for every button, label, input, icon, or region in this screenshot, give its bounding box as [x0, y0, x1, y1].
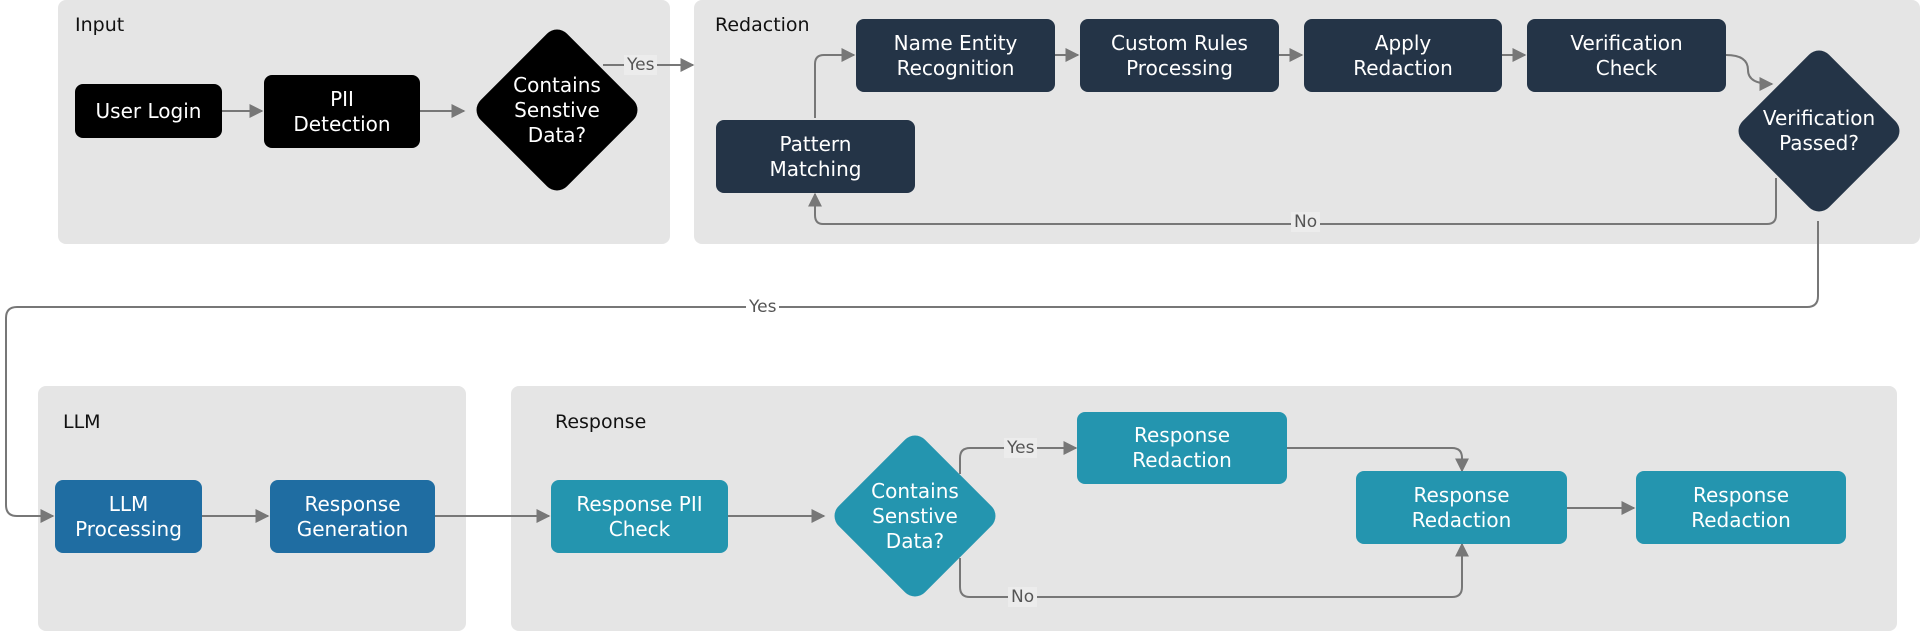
response-redaction-node-3[interactable]: Response Redaction — [1636, 471, 1846, 544]
edge-label-yes-input: Yes — [624, 55, 658, 75]
response-group-title: Response — [555, 411, 647, 433]
response-pii-check-node[interactable]: Response PII Check — [551, 480, 728, 553]
llm-group-title: LLM — [63, 411, 101, 433]
edge-verify-to-passed — [1725, 54, 1774, 91]
input-group-title: Input — [75, 14, 125, 36]
name-entity-recognition-node[interactable]: Name Entity Recognition — [856, 19, 1055, 92]
edge-label-no-response: No — [1008, 587, 1038, 607]
response-redaction-node-1[interactable]: Response Redaction — [1077, 412, 1287, 484]
edge-pattern-to-ner — [814, 48, 856, 118]
response-sensitive-decision-label: Contains Senstive Data? — [871, 478, 959, 553]
apply-redaction-node[interactable]: Apply Redaction — [1304, 19, 1502, 92]
user-login-node[interactable]: User Login — [75, 84, 222, 138]
verification-check-node[interactable]: Verification Check — [1527, 19, 1726, 92]
response-redaction-node-2[interactable]: Response Redaction — [1356, 471, 1567, 544]
edge-label-yes-verification: Yes — [746, 297, 780, 317]
sensitive-data-decision-label: Contains Senstive Data? — [513, 72, 601, 147]
verification-passed-decision-label: Verification Passed? — [1762, 106, 1876, 155]
pattern-matching-node[interactable]: Pattern Matching — [716, 120, 915, 193]
response-generation-node[interactable]: Response Generation — [270, 480, 435, 553]
edge-decision-no-to-redaction2 — [959, 542, 1469, 598]
edge-redaction1-to-redaction2 — [1287, 447, 1469, 473]
pii-detection-node[interactable]: PII Detection — [264, 75, 420, 148]
edge-label-no-verification: No — [1291, 212, 1321, 232]
custom-rules-processing-node[interactable]: Custom Rules Processing — [1080, 19, 1279, 92]
redaction-group-title: Redaction — [715, 14, 810, 36]
llm-processing-node[interactable]: LLM Processing — [55, 480, 202, 553]
edge-passed-yes-to-llm — [5, 221, 1819, 523]
edge-label-yes-response: Yes — [1004, 438, 1038, 458]
edge-decision-yes-to-redaction1 — [959, 441, 1078, 474]
